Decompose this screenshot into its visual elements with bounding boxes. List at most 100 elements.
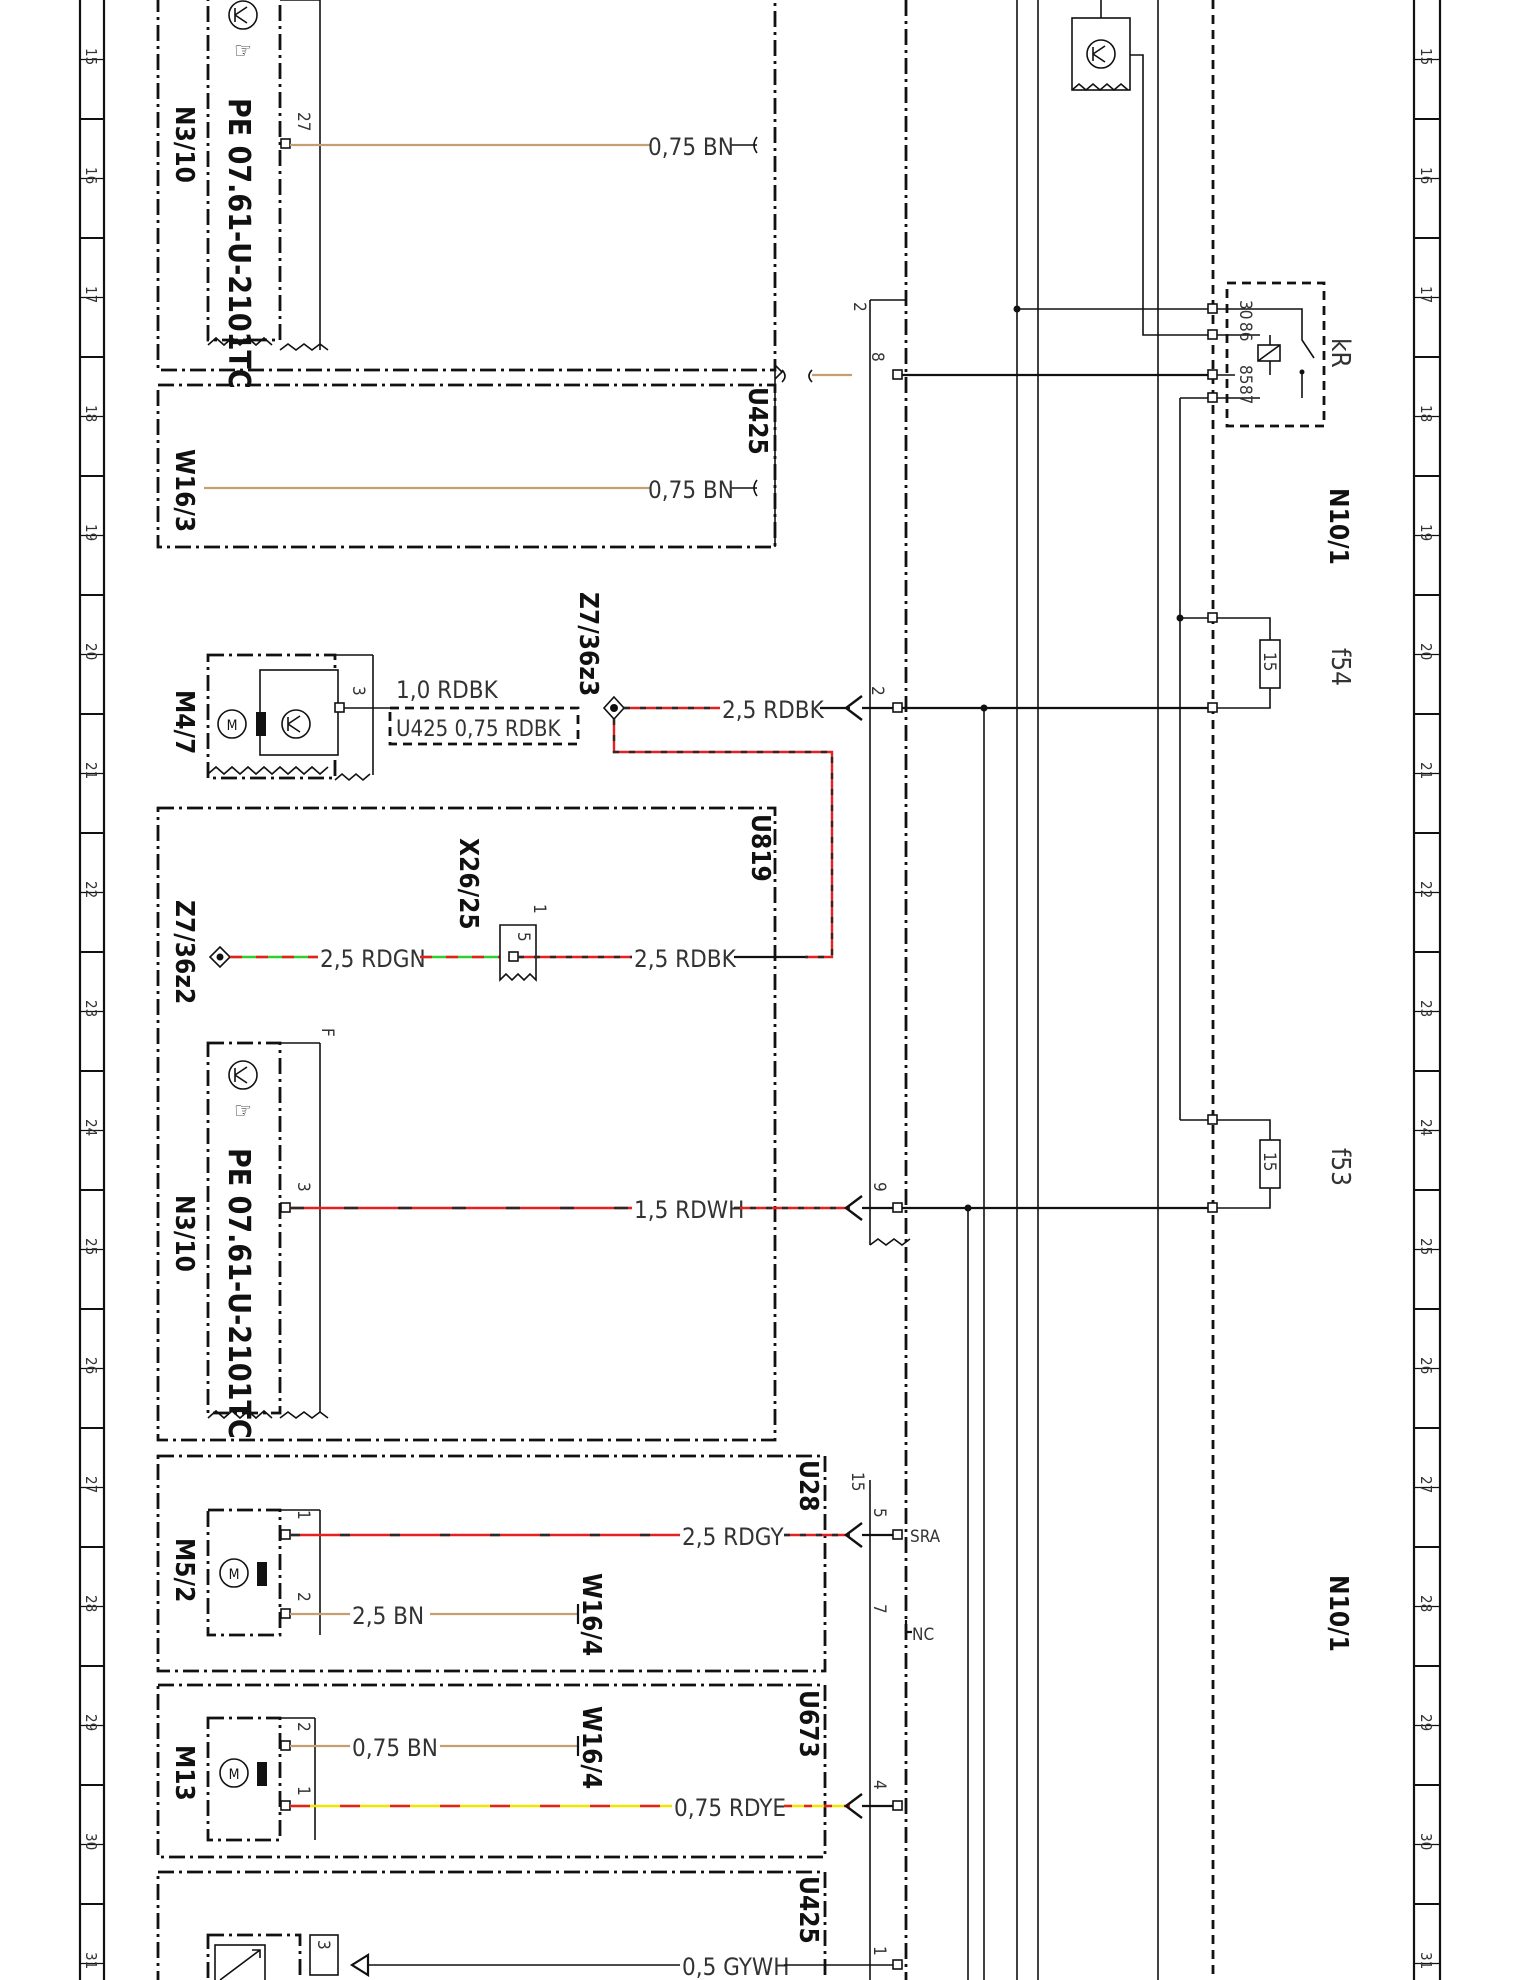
transistor-icon bbox=[281, 709, 311, 739]
transistor-icon bbox=[1086, 39, 1116, 69]
top-right-module bbox=[1071, 0, 1217, 336]
ruler-row-label: 23 bbox=[1417, 1000, 1435, 1017]
fuse-icon bbox=[1259, 639, 1281, 689]
svg-text:M: M bbox=[229, 1567, 240, 1583]
w16-4-b-label: W16/4 bbox=[576, 1706, 606, 1789]
w16-3-label: W16/3 bbox=[169, 449, 199, 532]
f54-label: f54 bbox=[1325, 648, 1355, 686]
pin-15: 15 bbox=[847, 1472, 867, 1491]
wire-label-w8: 1,5 RDWH bbox=[634, 1196, 744, 1224]
ruler-row-label: 24 bbox=[1417, 1119, 1435, 1136]
wire-label-w1: 0,75 BN bbox=[648, 133, 734, 161]
n3-10-top-label: N3/10 bbox=[169, 106, 199, 183]
pin-1-bot: 1 bbox=[869, 1946, 889, 1956]
n3-10-top-block: ☞ PE 07.61-U-2101TC N3/10 27 0,75 BN bbox=[156, 0, 777, 389]
ruler-row-label: 24 bbox=[82, 1119, 100, 1136]
ruler-row-label: 16 bbox=[82, 167, 100, 184]
ruler-row-label: 20 bbox=[1417, 643, 1435, 660]
pin-3-n310: 3 bbox=[293, 1182, 313, 1192]
svg-text:M: M bbox=[229, 1767, 240, 1783]
fuse-f54: 15 f54 bbox=[1176, 398, 1355, 1120]
w16-3-block: W16/3 U425 0,75 BN bbox=[156, 364, 784, 549]
ruler-row-label: 22 bbox=[82, 881, 100, 898]
ruler-row-label: 26 bbox=[1417, 1357, 1435, 1374]
wire-label-w11: 0,75 BN bbox=[352, 1734, 438, 1762]
u425-bottom-block: U425 3 0,5 GYWH 1 bbox=[156, 1870, 903, 1980]
ruler-row-label: 31 bbox=[1417, 1952, 1435, 1969]
u28-label: U28 bbox=[793, 1460, 823, 1512]
wire-label-w3: 1,0 RDBK bbox=[396, 676, 499, 704]
ruler-row-label: 17 bbox=[1417, 286, 1435, 303]
pin-3-m47: 3 bbox=[348, 686, 368, 696]
ruler-row-label: 26 bbox=[82, 1357, 100, 1374]
pin-2-m52: 2 bbox=[293, 1592, 313, 1602]
motor-icon bbox=[219, 1758, 249, 1788]
pin-5-sra: 5 bbox=[869, 1508, 889, 1518]
ruler-row-label: 30 bbox=[1417, 1833, 1435, 1850]
u425-top-label: U425 bbox=[742, 387, 772, 455]
u425-bottom-label: U425 bbox=[793, 1876, 823, 1944]
ruler-row-label: 29 bbox=[82, 1714, 100, 1731]
pin-2a: 2 bbox=[849, 302, 869, 312]
f53-label: f53 bbox=[1325, 1148, 1355, 1186]
ruler-row-label: 23 bbox=[82, 1000, 100, 1017]
relay-kr: 30 86 85 87 kR bbox=[1013, 281, 1355, 428]
ruler-row-label: 29 bbox=[1417, 1714, 1435, 1731]
motor-icon bbox=[217, 709, 247, 739]
pin-3-bot: 3 bbox=[313, 1940, 333, 1950]
ruler-row-label: 17 bbox=[82, 286, 100, 303]
wire-label-w6: 2,5 RDGN bbox=[320, 945, 426, 973]
wire-label-w2: 0,75 BN bbox=[648, 476, 734, 504]
x26-25-label: X26/25 bbox=[453, 838, 483, 930]
m13-label: M13 bbox=[169, 1745, 199, 1801]
kr-label: kR bbox=[1325, 338, 1355, 368]
ruler-row-label: 25 bbox=[1417, 1238, 1435, 1255]
pin-1-m52: 1 bbox=[293, 1510, 313, 1520]
ruler-row-label: 15 bbox=[82, 48, 100, 65]
n3-10-mid-label: N3/10 bbox=[169, 1195, 199, 1272]
ruler-row-label: 27 bbox=[82, 1476, 100, 1493]
wire-label-w9: 2,5 RDGY bbox=[682, 1523, 784, 1551]
motor-icon bbox=[219, 1558, 249, 1588]
n10-1-bottom-label: N10/1 bbox=[1323, 1575, 1353, 1652]
ruler-row-label: 27 bbox=[1417, 1476, 1435, 1493]
label-f: F bbox=[317, 1028, 337, 1037]
relay-pin-30: 30 bbox=[1235, 300, 1255, 319]
pin-8: 8 bbox=[867, 352, 887, 362]
w16-4-a-label: W16/4 bbox=[576, 1573, 606, 1656]
ruler-row-label: 21 bbox=[82, 762, 100, 779]
ruler-row-label: 31 bbox=[82, 1952, 100, 1969]
u819-label: U819 bbox=[745, 814, 775, 882]
fuse-f53: 15 f53 bbox=[1180, 1114, 1355, 1213]
fuse-f54-rating: 15 bbox=[1259, 652, 1279, 671]
ruler-row-label: 28 bbox=[82, 1595, 100, 1612]
pin-8-connection: 2 8 bbox=[781, 302, 1217, 383]
relay-pin-86: 86 bbox=[1235, 322, 1255, 341]
ruler-row-label: 18 bbox=[82, 405, 100, 422]
ruler-row-label: 22 bbox=[1417, 881, 1435, 898]
pin-5-x26: 5 bbox=[513, 932, 533, 942]
sra-label: SRA bbox=[910, 1527, 941, 1547]
transistor-icon bbox=[228, 1060, 258, 1090]
ruler-row-label: 28 bbox=[1417, 1595, 1435, 1612]
fuse-icon bbox=[1259, 1139, 1281, 1189]
m4-7-label: M4/7 bbox=[169, 690, 199, 754]
wire-label-w5: 2,5 RDBK bbox=[722, 696, 825, 724]
fuse-f53-rating: 15 bbox=[1259, 1152, 1279, 1171]
ruler-row-label: 18 bbox=[1417, 405, 1435, 422]
wire-label-w13: 0,5 GYWH bbox=[682, 1953, 790, 1980]
ruler-row-label: 16 bbox=[1417, 167, 1435, 184]
pin-9: 9 bbox=[869, 1182, 889, 1192]
wire-label-w10: 2,5 BN bbox=[352, 1602, 424, 1630]
pin-2-m13: 2 bbox=[293, 1722, 313, 1732]
ruler-row-label: 20 bbox=[82, 643, 100, 660]
z7-36z3-splice: Z7/36z3 2,5 RDBK 2 bbox=[573, 592, 1217, 959]
relay-pin-87: 87 bbox=[1235, 385, 1255, 404]
bus-rails bbox=[869, 0, 1215, 1980]
u673-label: U673 bbox=[793, 1690, 823, 1758]
svg-text:M: M bbox=[227, 718, 238, 734]
nc-label: NC bbox=[912, 1625, 934, 1645]
